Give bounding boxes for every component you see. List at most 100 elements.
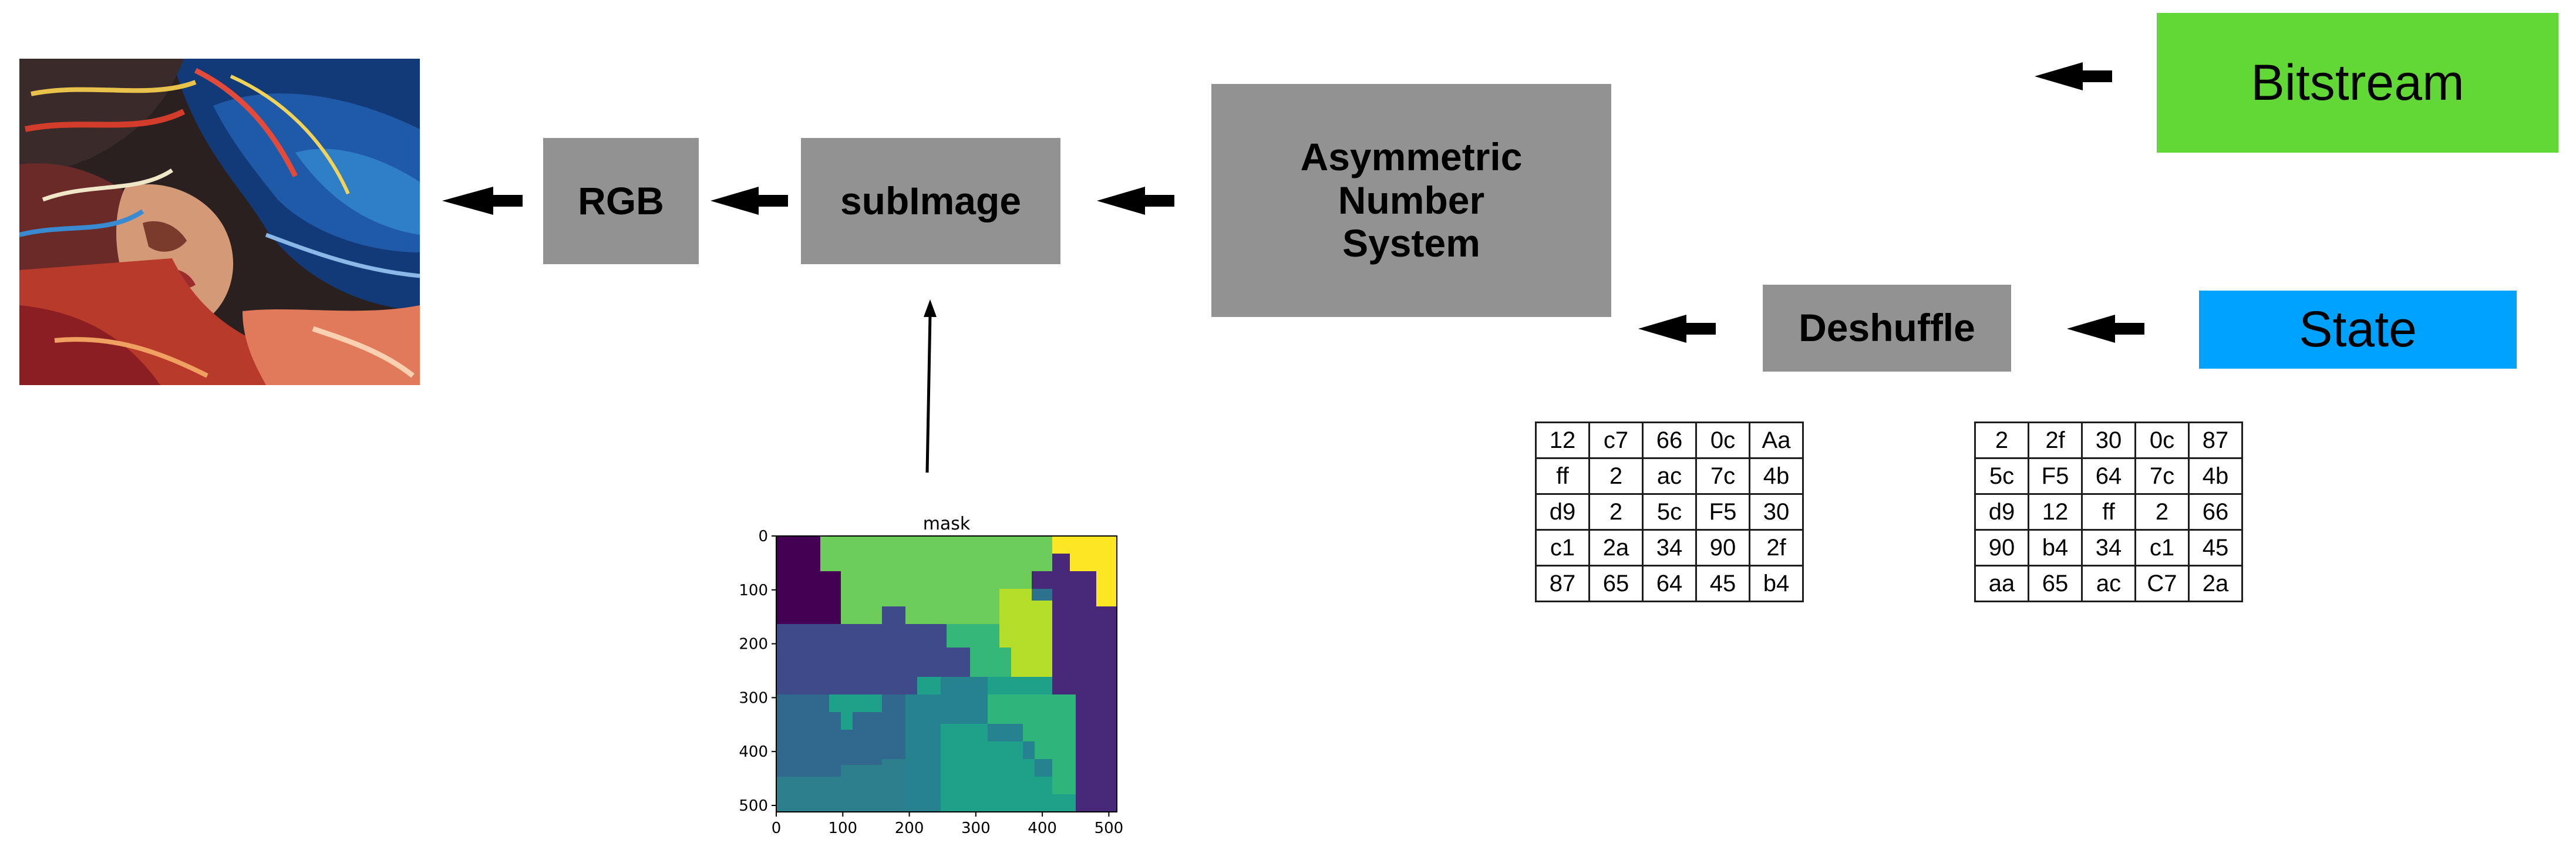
hex-cell: F5	[1695, 493, 1750, 531]
mask-plot-frame	[776, 535, 1117, 812]
hex-cell: c7	[1588, 422, 1644, 459]
hex-cell: 65	[1588, 565, 1644, 602]
painting-artwork	[19, 59, 420, 385]
asymmetric-number-system-block: Asymmetric Number System	[1211, 84, 1611, 317]
bitstream-block: Bitstream	[2157, 13, 2558, 153]
subimage-label: subImage	[840, 178, 1022, 222]
x-tick-label: 300	[961, 820, 991, 837]
hex-cell: 64	[1642, 565, 1697, 602]
mask-y-axis: 0 100 200 300 400 500	[739, 528, 776, 815]
hex-cell: d9	[1974, 493, 2029, 531]
hex-cell: 12	[1535, 422, 1590, 459]
arrow-from-bitstream	[2035, 62, 2112, 90]
x-tick-label: 500	[1095, 820, 1124, 837]
hex-cell: b4	[2028, 529, 2083, 567]
hex-cell: 4b	[2188, 457, 2243, 495]
hex-cell: 2f	[2028, 422, 2083, 459]
hex-cell: ac	[2081, 565, 2136, 602]
hex-cell: 30	[2081, 422, 2136, 459]
hex-cell: 2a	[1588, 529, 1644, 567]
hex-cell: 5c	[1974, 457, 2029, 495]
hex-cell: 90	[1695, 529, 1750, 567]
hex-cell: 2f	[1749, 529, 1804, 567]
hex-cell: 90	[1974, 529, 2029, 567]
hex-cell: 30	[1749, 493, 1804, 531]
hex-cell: 87	[2188, 422, 2243, 459]
arrow-deshuffle-to-ans	[1638, 315, 1716, 343]
hex-cell: 2	[2134, 493, 2190, 531]
x-tick-label: 0	[772, 820, 782, 837]
hex-cell: aa	[1974, 565, 2029, 602]
arrow-ans-to-subimage	[1097, 187, 1174, 215]
rgb-block: RGB	[543, 138, 699, 264]
mask-segmentation-regions	[776, 536, 1117, 812]
hex-cell: 5c	[1642, 493, 1697, 531]
hex-cell: F5	[2028, 457, 2083, 495]
y-tick-label: 0	[758, 528, 768, 545]
hex-cell: 34	[1642, 529, 1697, 567]
deshuffle-block: Deshuffle	[1763, 285, 2011, 372]
state-label: State	[2299, 301, 2417, 358]
hex-cell: c1	[2134, 529, 2190, 567]
hex-cell: 12	[2028, 493, 2083, 531]
hex-cell: ac	[1642, 457, 1697, 495]
y-tick-label: 400	[739, 743, 768, 761]
hex-cell: 0c	[2134, 422, 2190, 459]
hex-cell: 45	[1695, 565, 1750, 602]
x-tick-label: 100	[828, 820, 857, 837]
y-tick-label: 500	[739, 797, 768, 815]
hex-cell: 2	[1588, 493, 1644, 531]
hex-cell: 0c	[1695, 422, 1750, 459]
y-tick-label: 200	[739, 636, 768, 653]
x-tick-label: 200	[895, 820, 924, 837]
hex-cell: 2	[1588, 457, 1644, 495]
hex-cell: 7c	[1695, 457, 1750, 495]
hex-cell: 2	[1974, 422, 2029, 459]
hex-cell: 4b	[1749, 457, 1804, 495]
bitstream-label: Bitstream	[2251, 54, 2464, 111]
hex-cell: C7	[2134, 565, 2190, 602]
hex-cell: 34	[2081, 529, 2136, 567]
hex-cell: c1	[1535, 529, 1590, 567]
deshuffle-label: Deshuffle	[1799, 306, 1975, 350]
mask-plot-title: mask	[923, 514, 971, 534]
subimage-block: subImage	[801, 138, 1060, 264]
x-tick-label: 400	[1028, 820, 1057, 837]
hex-cell: 65	[2028, 565, 2083, 602]
hex-cell: 66	[2188, 493, 2243, 531]
hex-cell: d9	[1535, 493, 1590, 531]
arrow-subimage-to-rgb	[710, 187, 788, 215]
hex-cell: 2a	[2188, 565, 2243, 602]
arrow-rgb-to-image	[442, 187, 523, 215]
hex-cell: b4	[1749, 565, 1804, 602]
portrait-painting-image	[19, 59, 420, 385]
hex-cell: 64	[2081, 457, 2136, 495]
mask-x-axis: 0 100 200 300 400 500	[772, 812, 1124, 837]
hex-cell: 7c	[2134, 457, 2190, 495]
y-tick-label: 300	[739, 689, 768, 707]
hex-cell: ff	[1535, 457, 1590, 495]
rgb-label: RGB	[578, 178, 664, 222]
hex-cell: 66	[1642, 422, 1697, 459]
state-block: State	[2199, 291, 2517, 369]
arrow-state-to-deshuffle	[2067, 315, 2144, 343]
hex-cell: 87	[1535, 565, 1590, 602]
hex-cell: 45	[2188, 529, 2243, 567]
hex-cell: ff	[2081, 493, 2136, 531]
y-tick-label: 100	[739, 582, 768, 599]
arrow-mask-to-subimage	[924, 299, 937, 473]
hex-cell: Aa	[1749, 422, 1804, 459]
ans-label: Asymmetric Number System	[1300, 134, 1523, 265]
